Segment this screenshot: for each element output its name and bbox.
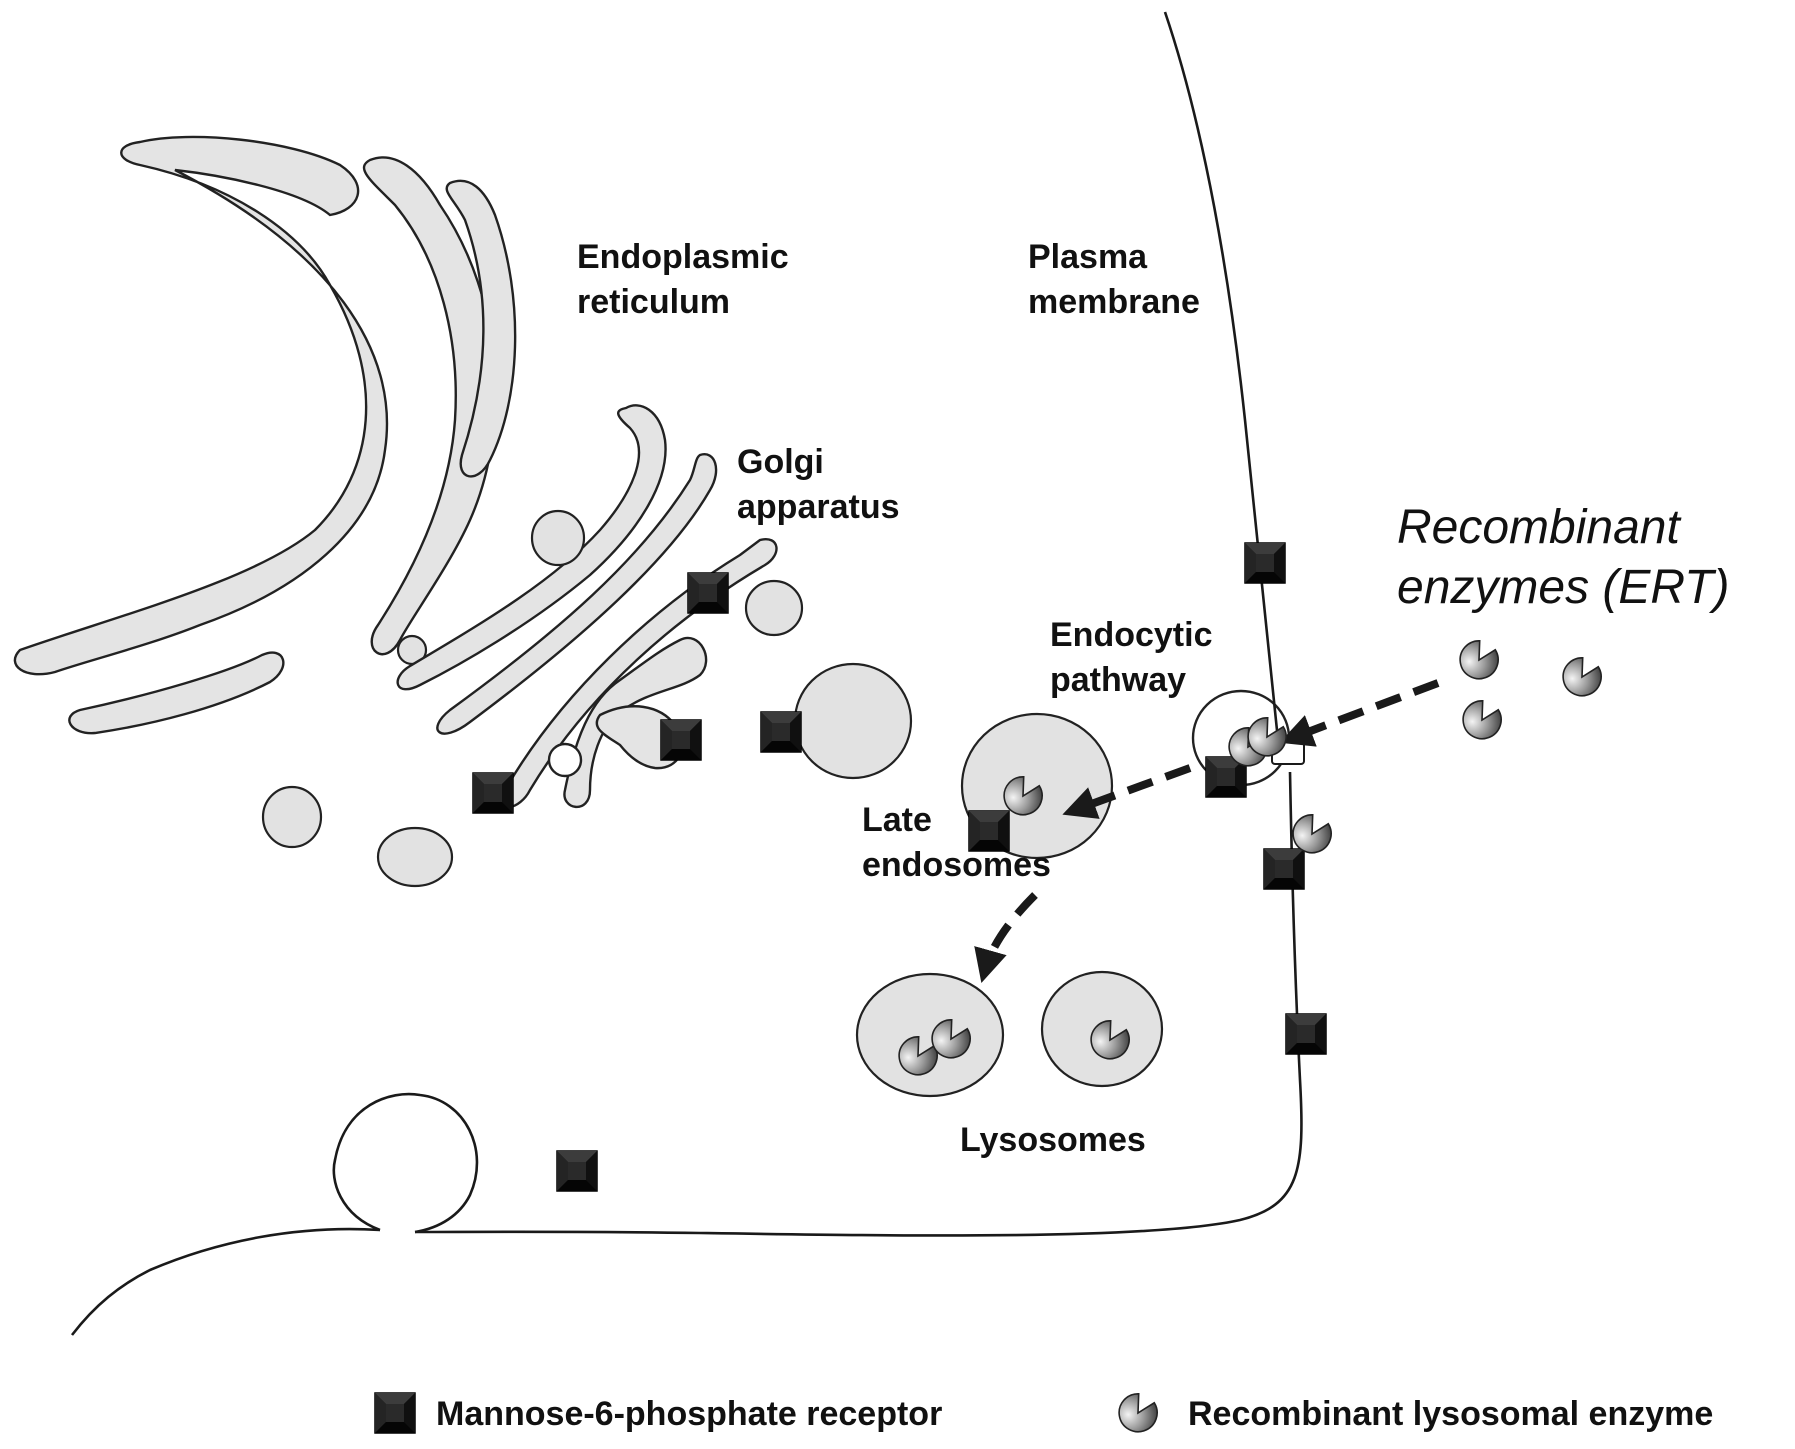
legend-enzyme-icon [1111,1387,1164,1440]
legend-receptor-icon [374,1392,416,1434]
receptor-icon [556,1150,598,1192]
to-late-endosome-arrow [1062,764,1192,819]
receptor-icon [760,711,802,753]
lysosomes [855,970,1164,1098]
labels: Endoplasmic reticulum Golgi apparatus Pl… [577,238,1730,1159]
receptor-icon [1285,1013,1327,1055]
late-endosomes-label-line1: Late [862,801,932,839]
pm-label-line2: membrane [1028,283,1200,321]
enzyme-icon [1455,694,1508,747]
ert-label-line1: Recombinant [1397,501,1681,554]
to-lysosome-arrow [974,892,1038,983]
receptor-icon [687,572,729,614]
endocytic-label-line2: pathway [1050,661,1186,699]
enzyme-icon [1555,651,1608,704]
receptor-icon [660,719,702,761]
ert-label-line2: enzymes (ERT) [1397,561,1730,614]
endoplasmic-reticulum [13,135,517,735]
endocytic-arrows [974,679,1440,983]
legend-receptor-label: Mannose-6-phosphate receptor [436,1395,942,1433]
lysosomes-label: Lysosomes [960,1121,1146,1159]
endocytic-label-line1: Endocytic [1050,616,1212,654]
vesicles [261,509,913,888]
golgi-label-line1: Golgi [737,443,824,481]
late-endosomes-label-line2: endosomes [862,846,1051,884]
budding-vesicle [332,1092,479,1234]
receptor-icon [968,810,1010,852]
uptake-arrow [1279,679,1440,747]
golgi-label-line2: apparatus [737,488,900,526]
receptor-icon [1244,542,1286,584]
receptor-icon [472,772,514,814]
enzyme-icon [1452,634,1505,687]
legend-enzyme-label: Recombinant lysosomal enzyme [1188,1395,1713,1433]
er-label-line1: Endoplasmic [577,238,789,276]
er-label-line2: reticulum [577,283,730,321]
pm-label-line1: Plasma [1028,238,1148,276]
legend: Mannose-6-phosphate receptor Recombinant… [374,1387,1713,1440]
receptor-icon [1263,848,1305,890]
